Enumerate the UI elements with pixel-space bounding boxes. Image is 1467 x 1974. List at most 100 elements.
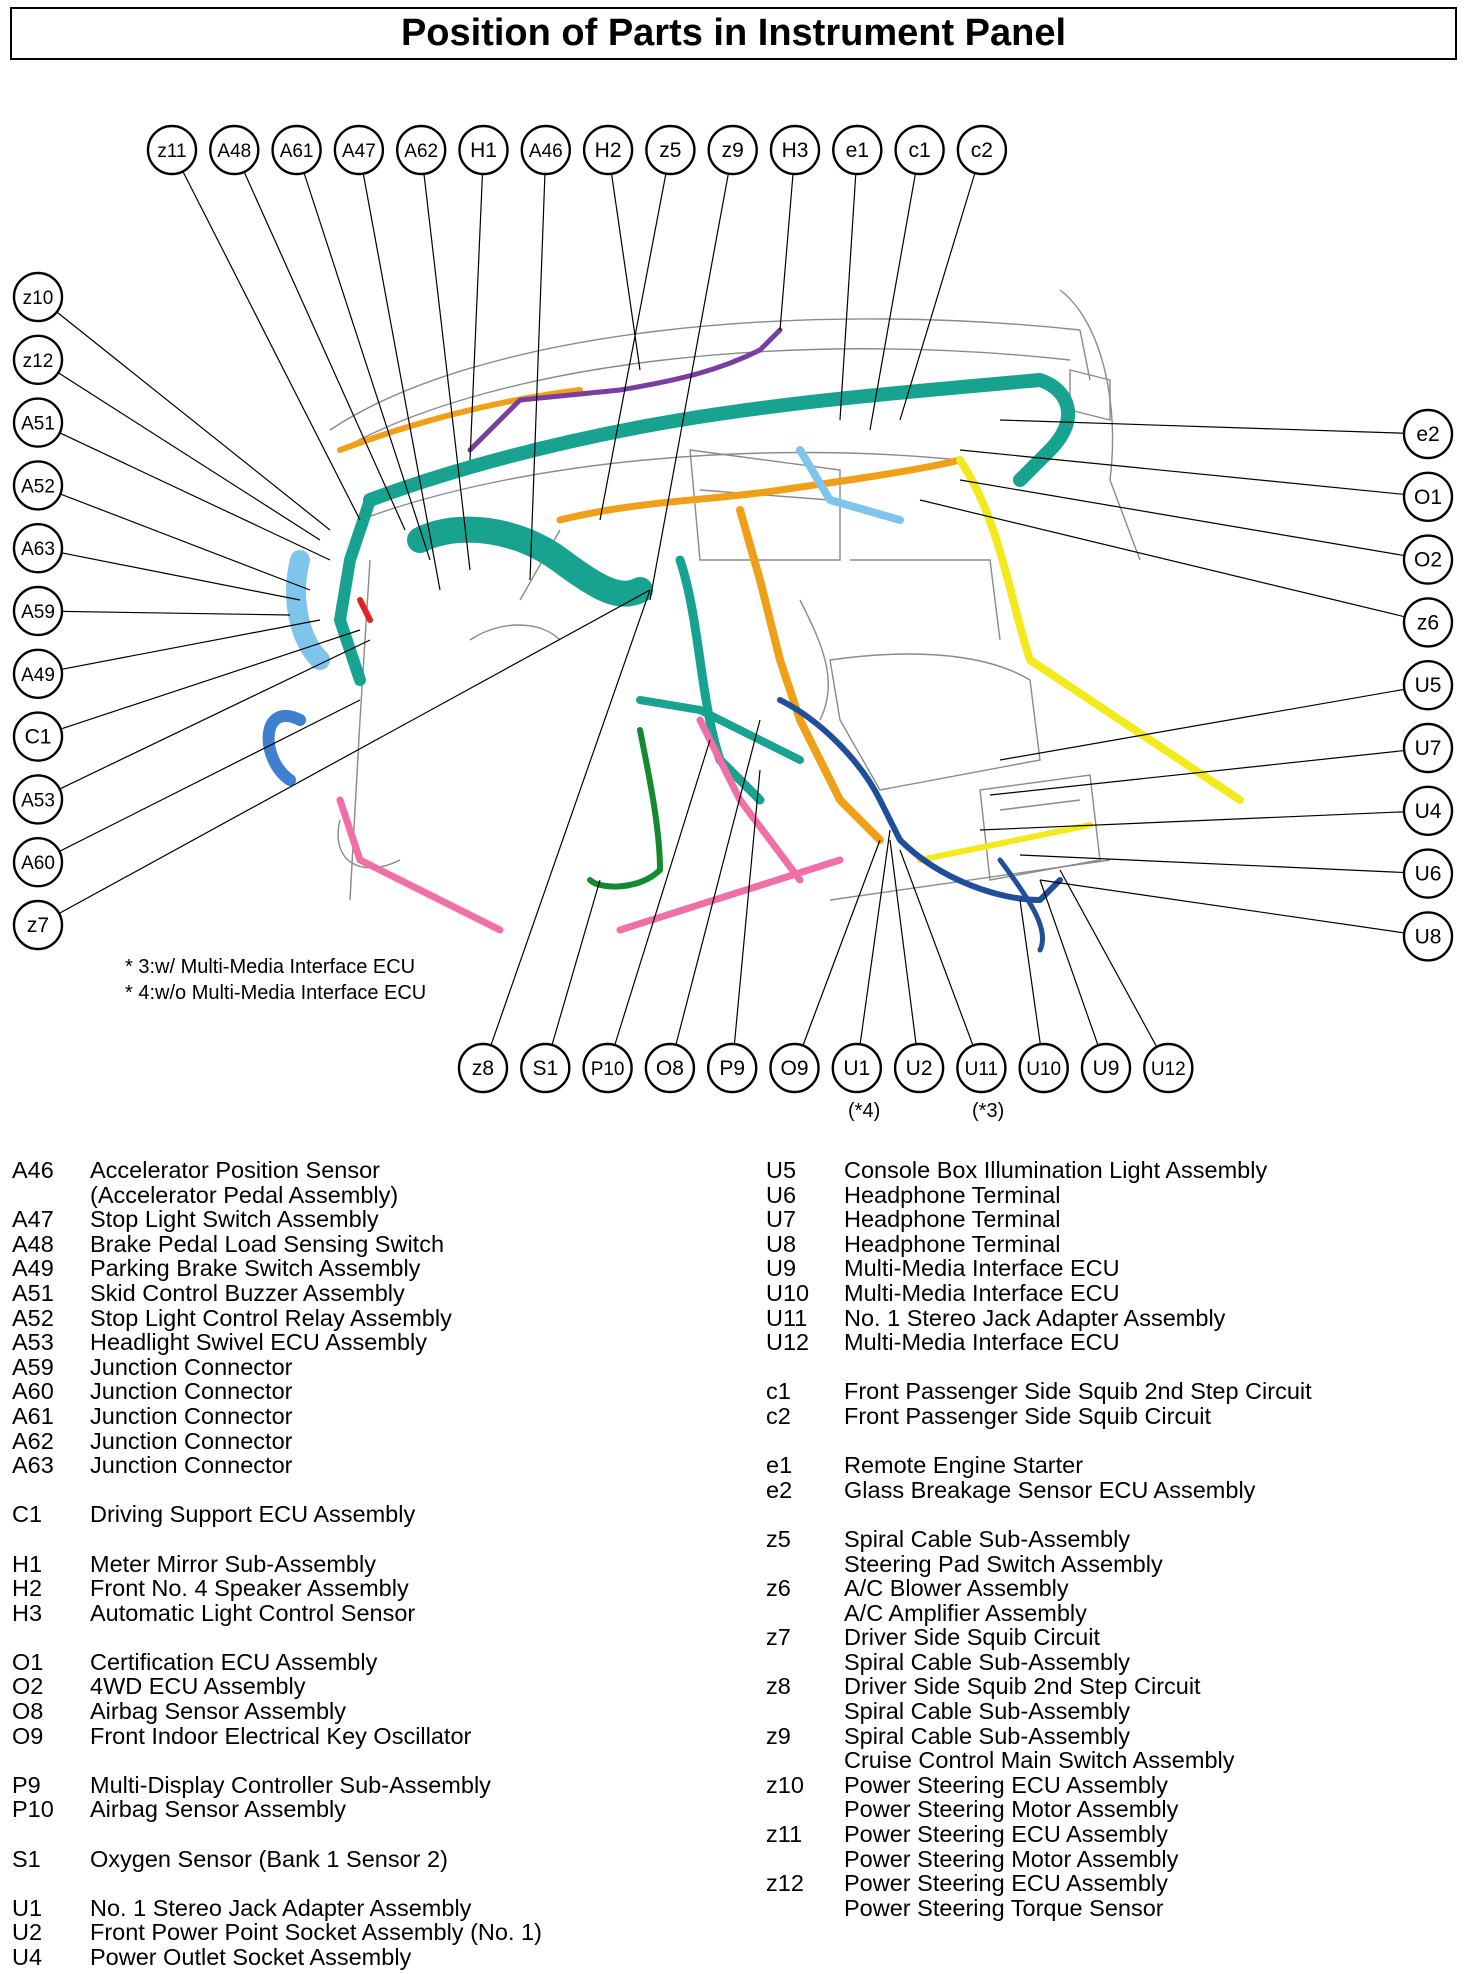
legend-spacer (766, 1355, 1312, 1380)
legend-name: Console Box Illumination Light Assembly (844, 1157, 1268, 1183)
leader-line-e1 (839, 149, 858, 421)
legend-name: Driver Side Squib Circuit (844, 1624, 1100, 1651)
callout-circle (12, 837, 64, 888)
wire-lightblue (286, 550, 330, 670)
leader-line-u10 (1019, 899, 1045, 1069)
callout-circle (1018, 1042, 1069, 1094)
legend-code: A59 (12, 1353, 54, 1380)
callout-a47: A47 (333, 124, 385, 176)
legend-code (766, 1896, 844, 1921)
legend-name: Power Steering Torque Sensor (844, 1894, 1164, 1921)
leader-line-a47 (358, 149, 441, 591)
legend-name: Front Power Point Socket Assembly (No. 1… (90, 1919, 542, 1946)
callout-text: e2 (1416, 423, 1439, 446)
legend-name: Cruise Control Main Switch Assembly (844, 1747, 1235, 1774)
legend-code: U4 (12, 1944, 43, 1970)
legend-name: Remote Engine Starter (844, 1452, 1084, 1479)
callout-z8: z8 (457, 1042, 509, 1094)
wire-orange-top (337, 387, 583, 453)
leader-line-u11 (899, 849, 982, 1069)
callout-u4: U4 (1402, 785, 1454, 836)
legend-item: U10 Multi-Media Interface ECU (766, 1281, 1312, 1306)
legend-code: S1 (12, 1845, 41, 1872)
callout-text: U12 (1151, 1059, 1186, 1080)
leader-line-u4 (979, 810, 1429, 831)
legend-name: Front Passenger Side Squib Circuit (844, 1402, 1212, 1429)
callout-circle (12, 334, 64, 385)
callout-text: O9 (780, 1057, 808, 1080)
legend-code: O8 (12, 1698, 44, 1725)
legend-item: z7 Driver Side Squib Circuit (766, 1625, 1312, 1650)
legend-item: A/C Amplifier Assembly (766, 1601, 1312, 1626)
legend-code: U10 (766, 1279, 810, 1306)
callout-u8: U8 (1402, 911, 1454, 962)
callout-z7: z7 (12, 899, 64, 951)
wire-yellow-console (917, 822, 1093, 863)
legend-code: A63 (12, 1452, 54, 1479)
leader-line-z10 (37, 296, 331, 531)
callout-text: H2 (595, 139, 622, 162)
legend-name: No. 1 Stereo Jack Adapter Assembly (844, 1304, 1226, 1331)
callout-c1: C1 (12, 711, 64, 762)
legend-code: H1 (12, 1550, 43, 1577)
callout-text: U1 (843, 1057, 870, 1080)
callout-text: H3 (782, 139, 809, 162)
legend-code: z7 (766, 1624, 791, 1651)
callout-a61: A61 (271, 124, 322, 176)
legend-code: z9 (766, 1722, 791, 1749)
legend-code: A61 (12, 1402, 54, 1429)
leader-line-a62 (420, 149, 471, 571)
legend-code (766, 1650, 844, 1675)
wire-red (357, 597, 373, 623)
legend-name: Multi-Media Interface ECU (844, 1279, 1120, 1306)
legend-name: Spiral Cable Sub-Assembly (844, 1525, 1131, 1552)
leader-line-z6 (919, 499, 1429, 623)
callout-text: z6 (1417, 611, 1439, 634)
callout-text: U4 (1415, 800, 1442, 823)
callout-text: U8 (1415, 925, 1442, 948)
callout-text: A52 (21, 476, 55, 497)
wire-teal-left (334, 494, 376, 686)
callout-text: A47 (342, 141, 376, 162)
legend-code (766, 1552, 844, 1577)
callout-c1: c1 (894, 124, 945, 176)
callout-text: z8 (472, 1057, 494, 1080)
legend-code: O2 (12, 1673, 44, 1700)
legend-name: Junction Connector (90, 1427, 293, 1454)
callout-circle (12, 899, 64, 951)
legend-code: e1 (766, 1452, 793, 1479)
callout-h1: H1 (458, 124, 509, 176)
legend-code (766, 1699, 844, 1724)
legend-code: z8 (766, 1673, 791, 1700)
callout-u2: U2 (893, 1042, 945, 1094)
callout-text: A51 (21, 414, 55, 435)
leader-line-o8 (669, 719, 761, 1069)
callout-text: U10 (1026, 1059, 1061, 1080)
callout-circle (396, 124, 447, 176)
callout-text: z11 (157, 141, 186, 162)
callout-text: O8 (656, 1057, 684, 1080)
callout-circle (12, 460, 64, 511)
legend-spacer (12, 1822, 542, 1847)
callout-z12: z12 (12, 334, 64, 385)
legend-name: Power Outlet Socket Assembly (90, 1944, 412, 1970)
legend-name: Power Steering ECU Assembly (844, 1771, 1168, 1798)
callout-circle (12, 523, 64, 574)
legend-name: Brake Pedal Load Sensing Switch (90, 1230, 445, 1257)
callout-text: H1 (470, 139, 497, 162)
legend-name: Multi-Display Controller Sub-Assembly (90, 1771, 491, 1798)
callout-circle (1402, 597, 1454, 648)
legend-code: A48 (12, 1230, 54, 1257)
legend-name: Skid Control Buzzer Assembly (90, 1279, 405, 1306)
legend-code: U8 (766, 1230, 797, 1257)
